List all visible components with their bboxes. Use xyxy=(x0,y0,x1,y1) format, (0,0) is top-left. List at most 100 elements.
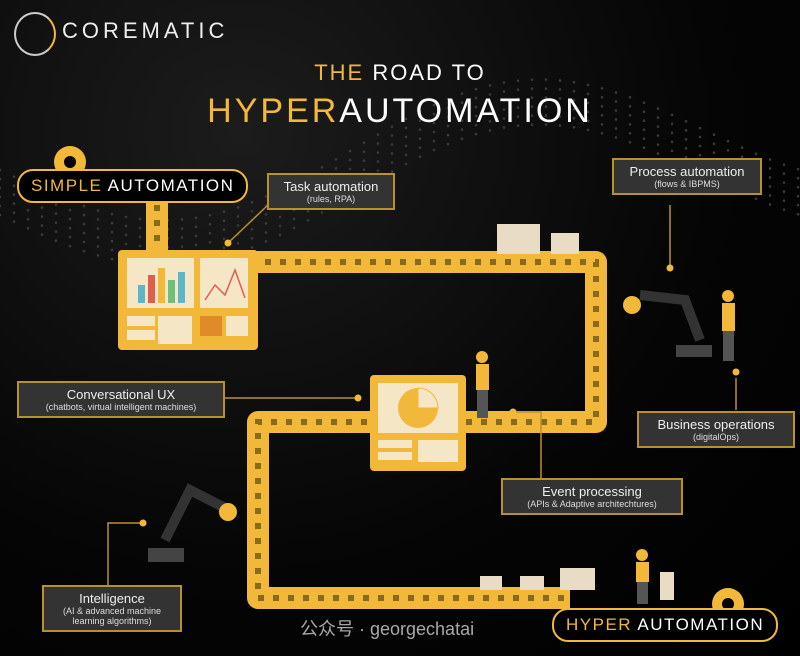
background-dot xyxy=(754,152,758,156)
background-dot xyxy=(54,230,58,233)
background-dot xyxy=(474,123,478,127)
background-dot xyxy=(502,81,506,84)
background-dot xyxy=(502,99,506,102)
background-dot xyxy=(544,78,548,81)
background-dot xyxy=(278,215,282,219)
box-subtitle: (AI & advanced machine learning algorith… xyxy=(62,606,162,626)
background-dot xyxy=(572,125,576,129)
background-dot xyxy=(614,100,618,103)
background-dot xyxy=(96,245,100,248)
background-dot xyxy=(684,129,688,132)
background-dot xyxy=(110,221,114,225)
background-dot xyxy=(782,163,786,166)
background-dot xyxy=(432,121,436,125)
background-dot xyxy=(264,240,268,243)
box-title: Conversational UX xyxy=(66,387,176,402)
box-title: Task automation xyxy=(283,179,379,194)
background-dot xyxy=(600,86,604,90)
background-dot xyxy=(390,143,394,146)
background-dot xyxy=(0,168,2,172)
background-dot xyxy=(614,109,618,112)
background-dot xyxy=(138,244,142,248)
background-dot xyxy=(40,233,44,236)
background-dot xyxy=(432,103,436,107)
background-dot xyxy=(572,89,576,93)
background-dot xyxy=(292,217,296,221)
background-dot xyxy=(110,257,114,261)
background-dot xyxy=(124,233,128,237)
background-dot xyxy=(614,91,618,94)
background-dot xyxy=(348,158,352,162)
background-dot xyxy=(432,130,436,134)
background-dot xyxy=(488,129,492,132)
conversational-ux-box: Conversational UX(chatbots, virtual inte… xyxy=(17,381,225,418)
background-dot xyxy=(796,185,800,189)
background-dot xyxy=(68,226,72,230)
background-dot xyxy=(670,131,674,135)
background-dot xyxy=(572,80,576,84)
background-dot xyxy=(684,120,688,123)
background-dot xyxy=(390,125,394,128)
background-dot xyxy=(628,131,632,135)
background-dot xyxy=(250,200,254,204)
background-dot xyxy=(642,119,646,123)
background-dot xyxy=(376,133,380,136)
background-dot xyxy=(362,141,366,145)
background-dot xyxy=(334,157,338,161)
background-dot xyxy=(54,221,58,224)
background-dot xyxy=(558,115,562,118)
background-dot xyxy=(544,123,548,126)
background-dot xyxy=(264,213,268,216)
background-dot xyxy=(684,147,688,150)
background-dot xyxy=(516,124,520,127)
background-dot xyxy=(12,184,16,187)
background-dot xyxy=(124,215,128,219)
background-dot xyxy=(96,227,100,230)
background-dot xyxy=(768,158,772,161)
box-title: Event processing xyxy=(542,484,642,499)
background-dot xyxy=(530,87,534,90)
background-dot xyxy=(698,135,702,139)
background-dot xyxy=(12,193,16,196)
background-dot xyxy=(250,209,254,213)
box-title: Process automation xyxy=(629,164,745,179)
background-dot xyxy=(0,186,2,190)
background-dot xyxy=(26,217,30,221)
background-dot xyxy=(250,245,254,249)
background-dot xyxy=(12,220,16,223)
background-dot xyxy=(768,185,772,188)
worker-icon xyxy=(476,351,489,418)
title-accent: THE xyxy=(314,60,365,85)
background-dot xyxy=(586,101,590,105)
background-dot xyxy=(502,117,506,120)
background-dot xyxy=(516,115,520,118)
background-dot xyxy=(390,152,394,155)
background-dot xyxy=(516,97,520,100)
background-dot xyxy=(12,175,16,178)
background-dot xyxy=(54,212,58,215)
background-dot xyxy=(740,146,744,150)
background-dot xyxy=(656,152,660,155)
background-dot xyxy=(222,246,226,250)
background-dot xyxy=(544,105,548,108)
background-dot xyxy=(642,101,646,105)
background-dot xyxy=(474,96,478,100)
background-dot xyxy=(82,213,86,217)
background-dot xyxy=(194,225,198,229)
background-dot xyxy=(656,125,660,128)
background-dot xyxy=(600,95,604,99)
background-dot xyxy=(586,128,590,132)
background-dot xyxy=(68,235,72,239)
background-dot xyxy=(250,227,254,231)
background-dot xyxy=(530,96,534,99)
background-dot xyxy=(0,177,2,181)
background-dot xyxy=(656,107,660,110)
background-dot xyxy=(768,167,772,170)
background-dot xyxy=(474,114,478,118)
background-dot xyxy=(474,87,478,91)
watermark: 公众号 · georgechatai xyxy=(300,619,475,639)
background-dot xyxy=(530,78,534,81)
background-dot xyxy=(110,248,114,252)
background-dot xyxy=(264,231,268,234)
background-dot xyxy=(544,96,548,99)
